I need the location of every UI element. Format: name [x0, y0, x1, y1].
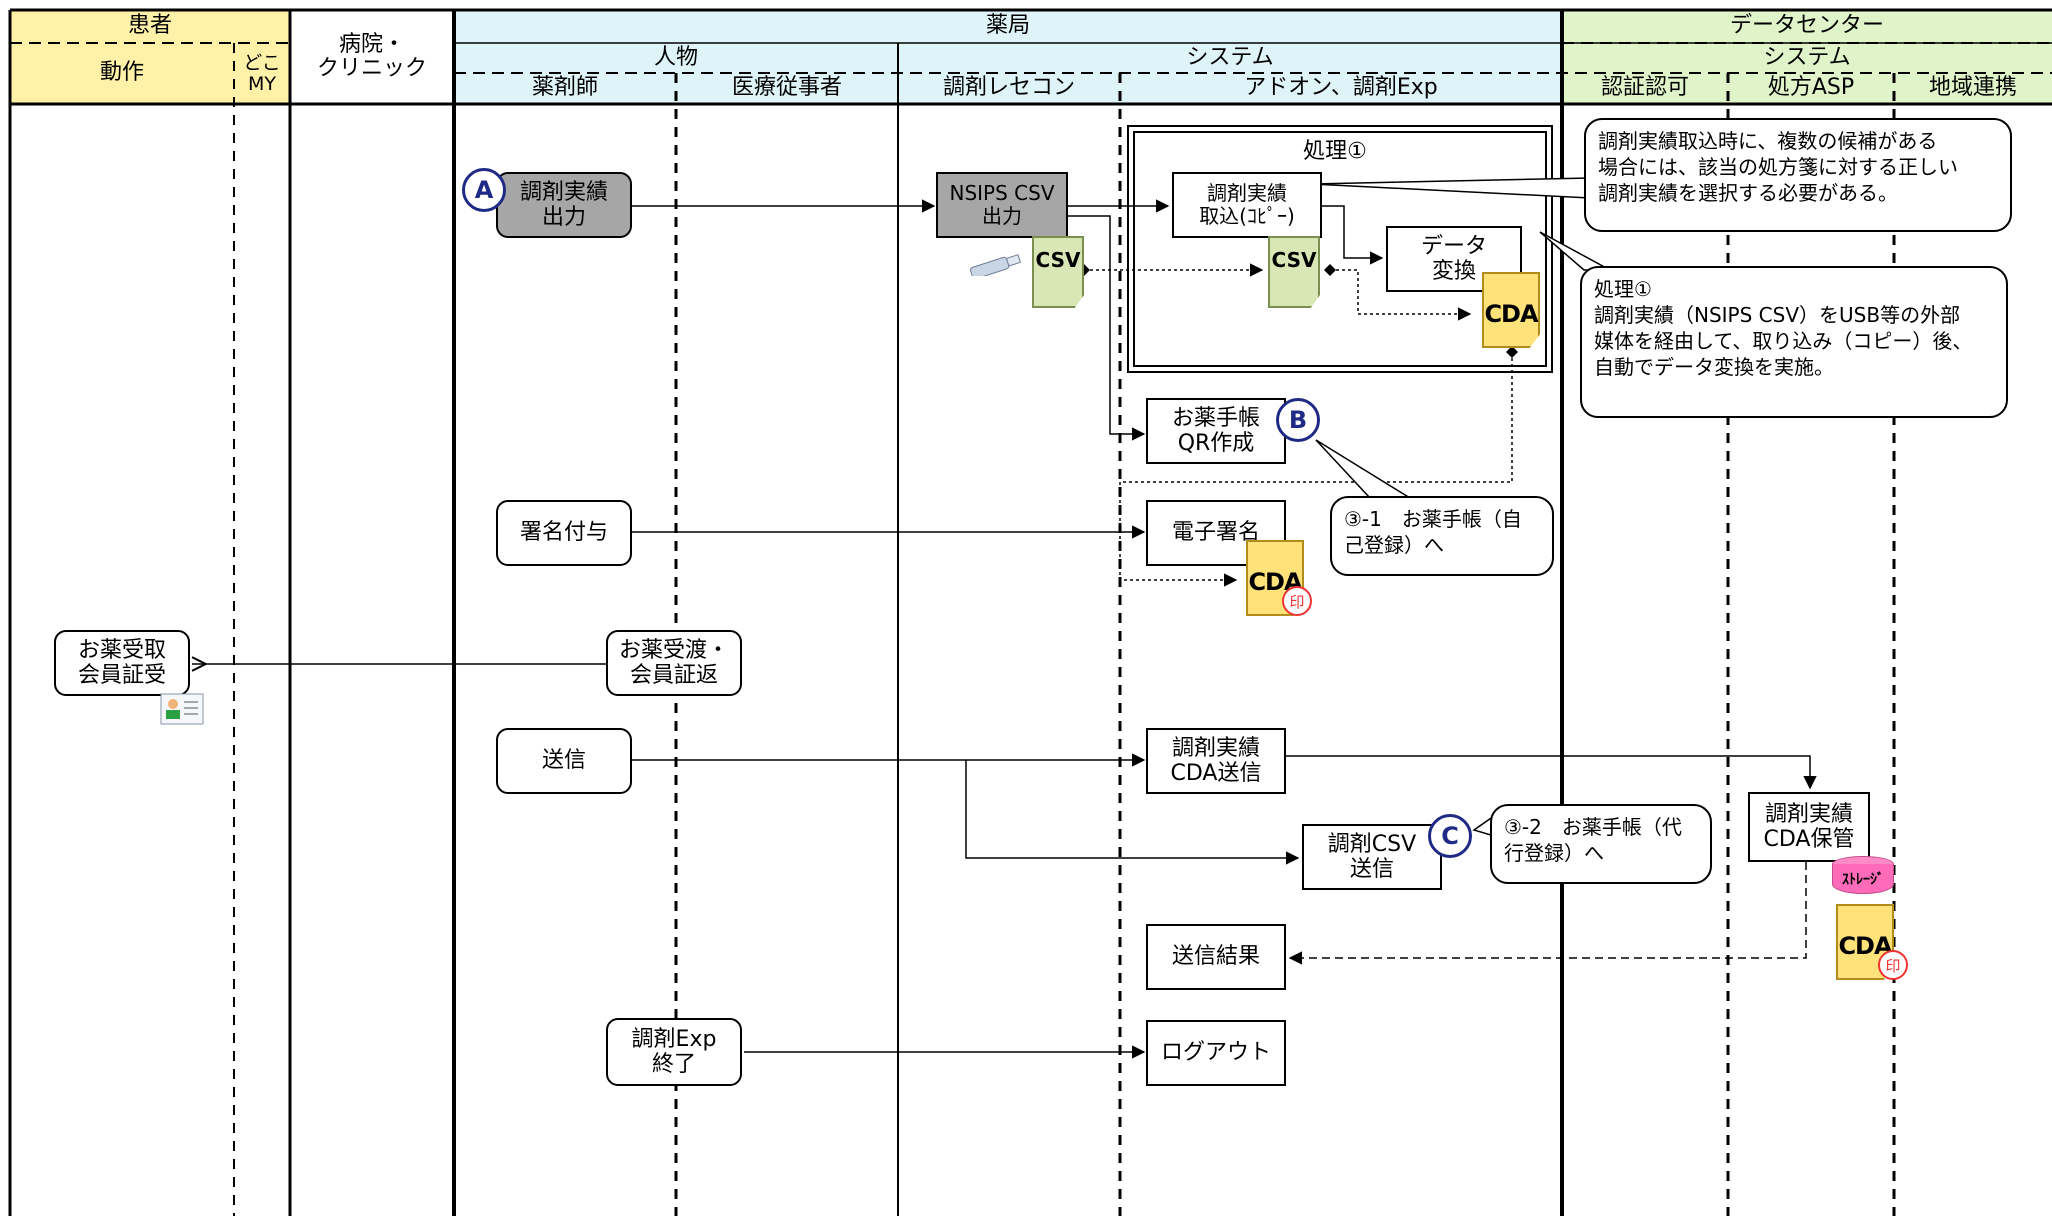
signed-cda-file-icon: CDA — [1246, 540, 1304, 616]
callout-self-register: ③-1 お薬手帳（自 己登録）へ — [1330, 496, 1554, 576]
receive-node: お薬受取 会員証受 — [54, 630, 190, 696]
callout-process-1: 処理① 調剤実績（NSIPS CSV）をUSB等の外部 媒体を経由して、取り込み… — [1580, 266, 2008, 418]
send-result-node: 送信結果 — [1146, 924, 1286, 990]
header-hospital: 病院・ クリニック — [316, 31, 427, 81]
cda-send-node: 調剤実績 CDA送信 — [1146, 728, 1286, 794]
exp-end-node: 調剤Exp 終了 — [606, 1018, 742, 1086]
stored-seal-stamp-icon: 印 — [1878, 950, 1908, 980]
csv-file-icon: CSV — [1032, 236, 1084, 308]
header-datacenter-system: システム — [1763, 44, 1851, 70]
badge-a: A — [462, 168, 506, 212]
header-pharmacy-person: 人物 — [653, 44, 698, 70]
csv-send-node: 調剤CSV 送信 — [1302, 824, 1442, 890]
header-auth: 認証認可 — [1600, 75, 1689, 101]
qr-create-node: お薬手帳 QR作成 — [1146, 398, 1286, 464]
dispense-output-node: 調剤実績 出力 — [496, 172, 632, 238]
header-pharmacist: 薬剤師 — [531, 75, 598, 101]
usb-stick-icon — [966, 254, 1026, 280]
header-regional: 地域連携 — [1928, 75, 2017, 101]
handover-node: お薬受渡・ 会員証返 — [606, 630, 742, 696]
header-asp: 処方ASP — [1767, 75, 1855, 101]
header-staff: 医療従事者 — [731, 75, 842, 101]
member-card-icon — [160, 690, 204, 728]
process-1-title: 処理① — [1303, 138, 1367, 164]
csv-file-copy-icon: CSV — [1268, 236, 1320, 308]
send-node: 送信 — [496, 728, 632, 794]
sign-add-node: 署名付与 — [496, 500, 632, 566]
callout-candidates: 調剤実績取込時に、複数の候補がある 場合には、該当の処方箋に対する正しい 調剤実… — [1584, 118, 2012, 232]
cda-store-node: 調剤実績 CDA保管 — [1748, 792, 1870, 862]
storage-icon: ｽﾄﾚｰｼﾞ — [1832, 856, 1894, 896]
nsips-output-node: NSIPS CSV 出力 — [936, 172, 1068, 238]
import-copy-node: 調剤実績 取込(ｺﾋﾟｰ) — [1172, 172, 1322, 238]
logout-node: ログアウト — [1146, 1020, 1286, 1086]
header-pharmacy-system: システム — [1186, 44, 1274, 70]
cda-file-icon: CDA — [1482, 272, 1540, 348]
badge-b: B — [1276, 398, 1320, 442]
badge-c: C — [1428, 814, 1472, 858]
header-datacenter: データセンター — [1729, 13, 1884, 39]
header-patient-action: 動作 — [99, 60, 144, 86]
header-pharmacy: 薬局 — [985, 13, 1030, 39]
header-patient: 患者 — [127, 13, 172, 39]
header-receipt-computer: 調剤レセコン — [942, 75, 1075, 101]
header-addon: アドオン、調剤Exp — [1244, 75, 1438, 101]
seal-stamp-icon: 印 — [1282, 586, 1312, 616]
callout-proxy-register: ③-2 お薬手帳（代 行登録）へ — [1490, 804, 1712, 884]
header-dokomy: どこ MY — [243, 51, 281, 95]
